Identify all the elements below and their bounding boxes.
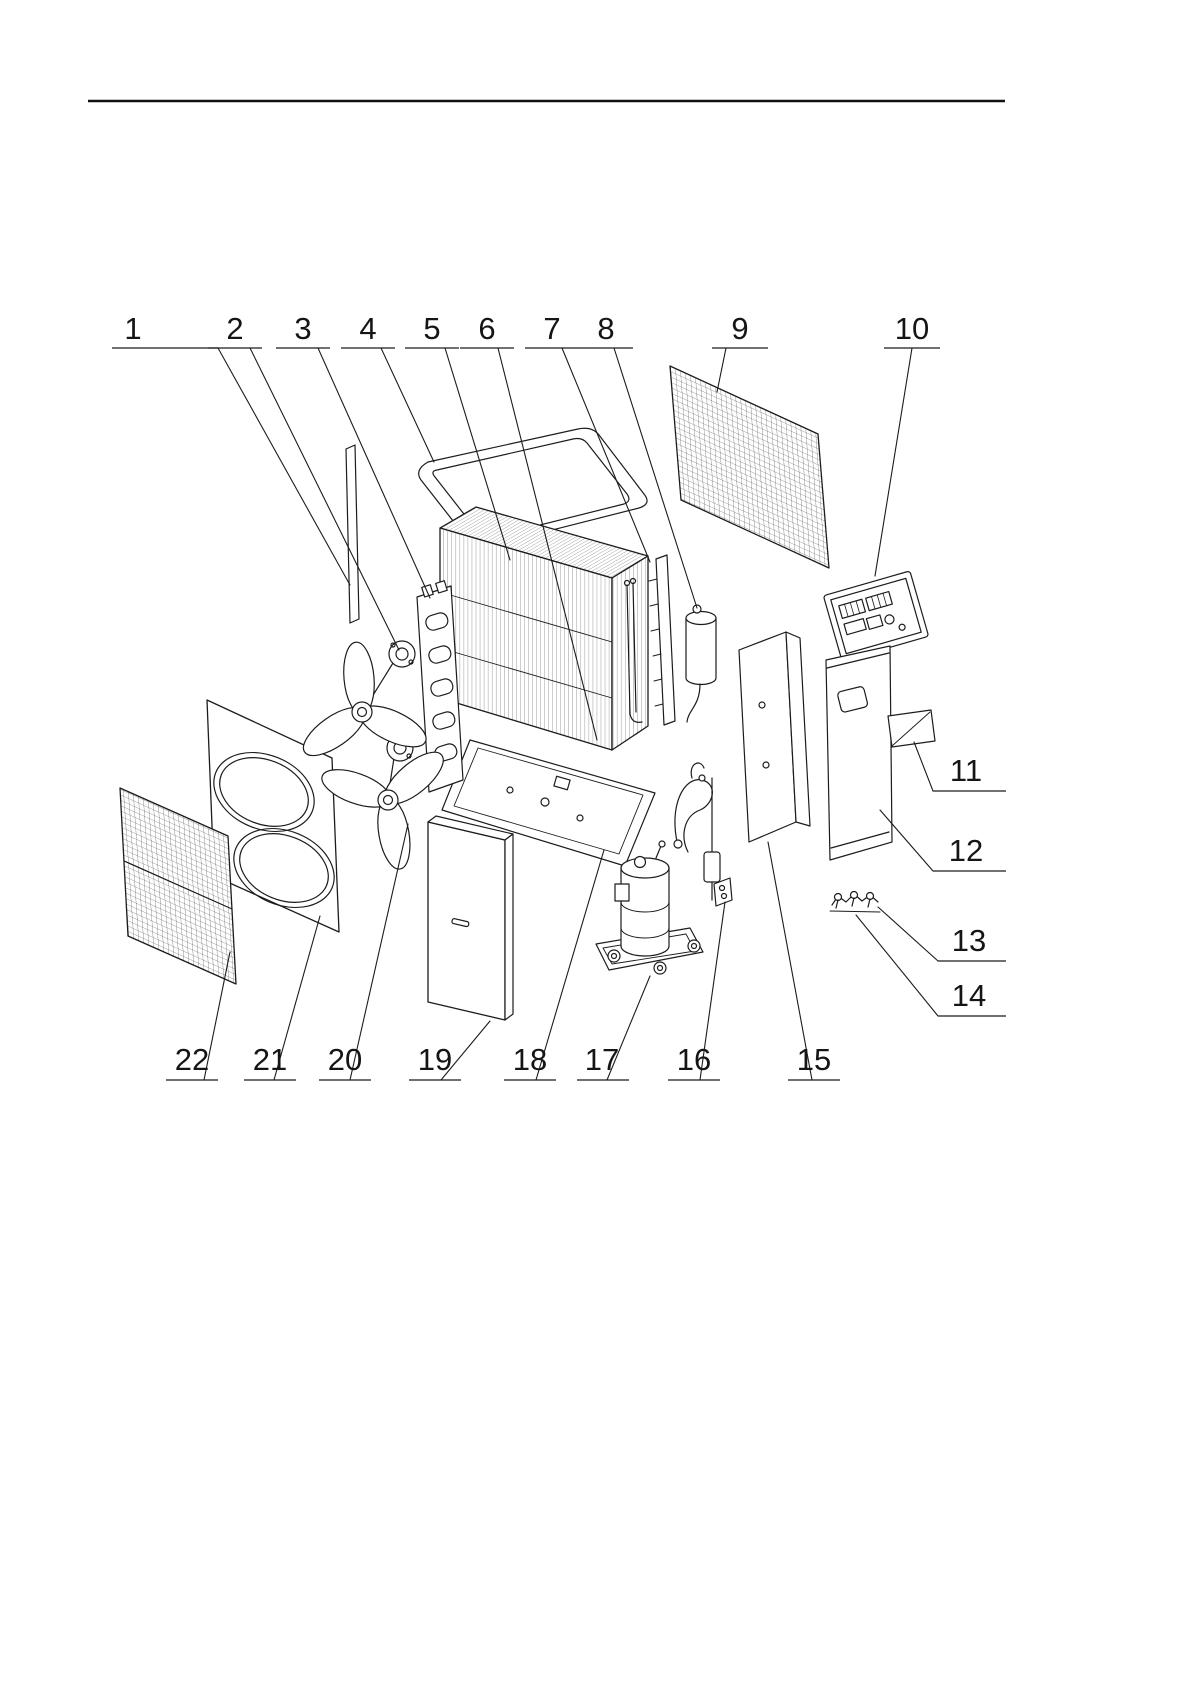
part-17-compressor bbox=[595, 840, 704, 975]
callout-2-label: 2 bbox=[226, 311, 243, 346]
part-13-14-valve-fittings bbox=[829, 890, 881, 913]
callout-11-label: 11 bbox=[950, 753, 982, 788]
callout-14-label: 14 bbox=[952, 978, 986, 1013]
callout-22-label: 22 bbox=[175, 1042, 209, 1077]
leader-16 bbox=[699, 901, 726, 1081]
leader-14 bbox=[855, 914, 939, 1017]
callout-15-label: 15 bbox=[797, 1042, 831, 1077]
callout-17-label: 17 bbox=[585, 1042, 619, 1077]
callout-21: 21 bbox=[244, 1042, 296, 1081]
leader-19 bbox=[440, 1020, 491, 1081]
part-21-front-panel bbox=[206, 699, 340, 933]
callout-8: 8 bbox=[579, 311, 633, 349]
callout-12-label: 12 bbox=[949, 833, 983, 868]
callout-18-label: 18 bbox=[513, 1042, 547, 1077]
callout-8-label: 8 bbox=[597, 311, 614, 346]
leader-11 bbox=[913, 741, 934, 792]
part-7-discharge-pipes bbox=[623, 577, 643, 723]
callout-10-label: 10 bbox=[895, 311, 929, 346]
leader-2 bbox=[249, 347, 400, 651]
leader-21 bbox=[273, 915, 321, 1081]
part-15-partition-plate bbox=[738, 631, 811, 843]
leader-13 bbox=[877, 906, 939, 962]
callout-15: 15 bbox=[788, 1042, 840, 1081]
callout-1-label: 1 bbox=[124, 311, 141, 346]
callout-16: 16 bbox=[668, 1042, 720, 1081]
leader-5 bbox=[444, 347, 511, 561]
callout-13: 13 bbox=[938, 923, 1006, 962]
part-9-rear-grille bbox=[669, 365, 830, 569]
callout-4-label: 4 bbox=[359, 311, 376, 346]
part-2-mounting-strip bbox=[345, 444, 360, 624]
callout-19-label: 19 bbox=[418, 1042, 452, 1077]
part-22-front-grille bbox=[119, 787, 237, 985]
callout-4: 4 bbox=[341, 311, 395, 349]
callout-18: 18 bbox=[504, 1042, 556, 1081]
callout-9-label: 9 bbox=[731, 311, 748, 346]
callout-6: 6 bbox=[460, 311, 514, 349]
callout-12: 12 bbox=[933, 833, 1006, 872]
callout-22: 22 bbox=[166, 1042, 218, 1081]
callout-20-label: 20 bbox=[328, 1042, 362, 1077]
part-8-accumulator bbox=[685, 604, 717, 723]
callout-20: 20 bbox=[319, 1042, 371, 1081]
part-11-cover-plate bbox=[887, 709, 936, 748]
part-19-corner-panel bbox=[427, 815, 514, 1021]
leader-3 bbox=[317, 347, 431, 599]
part-16-pipe-assembly bbox=[673, 762, 733, 907]
callout-7: 7 bbox=[525, 311, 579, 349]
leader-8 bbox=[613, 347, 698, 609]
part-20-fan-blade-upper bbox=[302, 641, 427, 757]
callout-13-label: 13 bbox=[952, 923, 986, 958]
callout-3: 3 bbox=[276, 311, 330, 349]
callout-19: 19 bbox=[409, 1042, 461, 1081]
callout-2: 2 bbox=[208, 311, 262, 349]
leader-20 bbox=[349, 823, 409, 1081]
leader-lines bbox=[203, 347, 939, 1081]
callout-1: 1 bbox=[112, 311, 218, 349]
leader-9 bbox=[716, 347, 727, 393]
callout-14: 14 bbox=[938, 978, 1006, 1017]
leader-18 bbox=[535, 849, 605, 1081]
callout-9: 9 bbox=[712, 311, 768, 349]
callout-16-label: 16 bbox=[677, 1042, 711, 1077]
callout-11: 11 bbox=[933, 753, 1006, 792]
callout-7-label: 7 bbox=[543, 311, 560, 346]
callout-17: 17 bbox=[577, 1042, 629, 1081]
callout-5: 5 bbox=[405, 311, 459, 349]
leader-7 bbox=[561, 347, 651, 563]
fan-motor-upper bbox=[366, 640, 416, 706]
callout-5-label: 5 bbox=[423, 311, 440, 346]
callout-6-label: 6 bbox=[478, 311, 495, 346]
callout-21-label: 21 bbox=[253, 1042, 287, 1077]
part-7-coil-support bbox=[648, 554, 676, 726]
leader-12 bbox=[879, 809, 934, 872]
callout-labels: 1 2 3 4 5 6 7 8 bbox=[112, 311, 1006, 1081]
leader-4 bbox=[380, 347, 435, 463]
leader-10 bbox=[874, 347, 913, 577]
part-12-side-panel bbox=[825, 645, 893, 861]
leader-15 bbox=[767, 841, 813, 1081]
part-3-motor-bracket bbox=[416, 580, 464, 793]
leader-17 bbox=[606, 975, 651, 1081]
callout-10: 10 bbox=[884, 311, 940, 349]
part-10-control-box bbox=[823, 571, 929, 661]
leader-1 bbox=[217, 347, 351, 586]
leader-6 bbox=[497, 347, 598, 741]
leader-22 bbox=[203, 951, 231, 1081]
callout-3-label: 3 bbox=[294, 311, 311, 346]
part-6-condenser-coil bbox=[439, 506, 649, 751]
